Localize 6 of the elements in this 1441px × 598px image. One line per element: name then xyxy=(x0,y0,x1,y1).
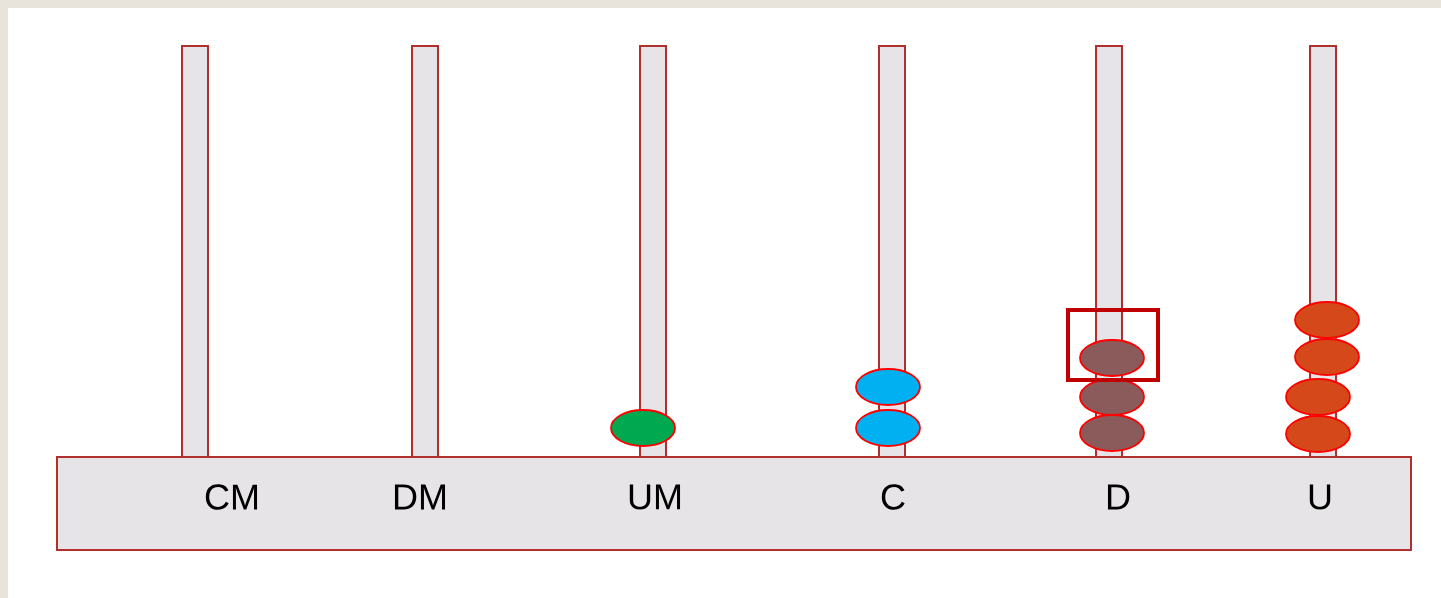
place-value-label: CM xyxy=(205,484,258,510)
place-value-label: DM xyxy=(394,484,446,510)
place-value-label: C xyxy=(881,484,905,510)
place-value-label: U xyxy=(1309,484,1331,510)
place-value-label: D xyxy=(1107,484,1130,510)
place-value-label: UM xyxy=(629,484,681,510)
